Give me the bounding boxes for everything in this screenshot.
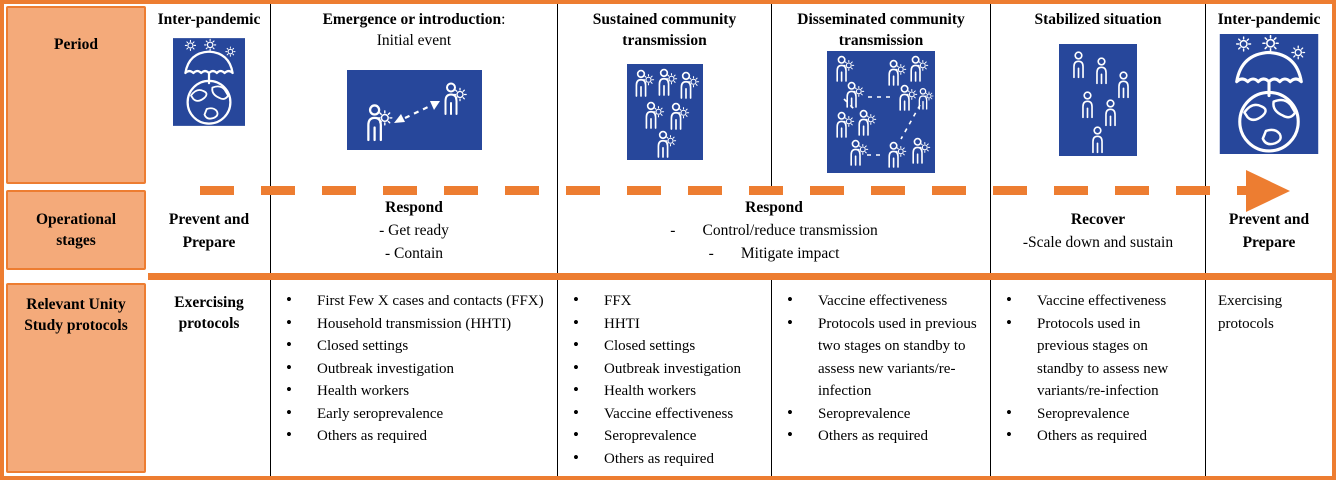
orange-separator xyxy=(148,273,1332,280)
list-item: Health workers xyxy=(271,379,557,403)
period-col-emergence: Emergence or introduction: Initial event xyxy=(270,4,557,188)
period-col-interpandemic-end: Inter-pandemic xyxy=(1205,4,1332,188)
list-item: Others as required xyxy=(558,447,771,471)
list-item: Early seroprevalence xyxy=(271,402,557,426)
period-title: Inter-pandemic xyxy=(157,11,261,28)
disseminated-transmission-icon xyxy=(827,51,935,173)
list-item: - Contain xyxy=(384,245,444,262)
row-label-protocols: Relevant Unity Study protocols xyxy=(6,283,146,473)
stage-title: Respond xyxy=(385,199,443,216)
stage-lines: - Get ready - Contain xyxy=(379,219,449,265)
list-item: Outbreak investigation xyxy=(271,357,557,381)
list-item: Household transmission (HHTI) xyxy=(271,312,557,336)
period-col-stabilized: Stabilized situation xyxy=(990,4,1205,188)
period-title: Sustained community transmission xyxy=(592,11,737,49)
row-label-protocols-text: Relevant Unity Study protocols xyxy=(24,296,128,334)
stage-lines: -Scale down and sustain xyxy=(1023,231,1173,254)
stages-grid: Inter-pandemic Emergence or introduction… xyxy=(148,4,1332,476)
list-item: Vaccine effectiveness xyxy=(558,402,771,426)
community-transmission-icon xyxy=(626,64,703,160)
list-item: Closed settings xyxy=(271,334,557,358)
row-label-period: Period xyxy=(6,6,146,184)
protocols-disseminated-list: Vaccine effectivenessProtocols used in p… xyxy=(771,280,990,476)
period-subtitle: Initial event xyxy=(376,32,452,49)
period-title: Disseminated community transmission xyxy=(797,11,965,49)
operational-stages-row: Prevent and Prepare Respond - Get ready-… xyxy=(148,188,1332,273)
list-item: HHTI xyxy=(558,312,771,336)
period-row: Inter-pandemic Emergence or introduction… xyxy=(148,4,1332,188)
list-item: Seroprevalence xyxy=(991,402,1205,426)
list-item: Protocols used in previous two stages on… xyxy=(772,312,990,403)
stage-title: Recover xyxy=(1070,210,1126,228)
row-label-period-text: Period xyxy=(54,36,98,53)
stage-recover: Recover -Scale down and sustain xyxy=(990,188,1205,273)
list-item: - Get ready xyxy=(379,222,449,239)
period-col-sustained: Sustained community transmission xyxy=(557,4,771,188)
list-item: Vaccine effectiveness xyxy=(991,289,1205,313)
row-label-operational-text: Operational stages xyxy=(35,211,117,249)
umbrella-globe-virus-icon xyxy=(1219,34,1319,154)
list-item: Seroprevalence xyxy=(558,424,771,448)
stage-title: Respond xyxy=(745,199,803,216)
stage-text: Prevent and Prepare xyxy=(1228,210,1310,251)
list-item: Health workers xyxy=(558,379,771,403)
protocols-exercising-start: Exercising protocols xyxy=(174,294,244,332)
stage-text: Prevent and Prepare xyxy=(168,210,250,251)
list-item: First Few X cases and contacts (FFX) xyxy=(271,289,557,313)
list-item: - Mitigate impact xyxy=(708,245,840,262)
list-item: Others as required xyxy=(271,424,557,448)
list-item: Protocols used in previous stages on sta… xyxy=(991,312,1205,403)
list-item: - Control/reduce transmission xyxy=(670,222,878,239)
period-title: Emergence or introduction: xyxy=(322,11,506,28)
list-item: Closed settings xyxy=(558,334,771,358)
protocols-stabilized-list: Vaccine effectivenessProtocols used in p… xyxy=(990,280,1205,476)
stabilized-population-icon xyxy=(1059,44,1137,156)
protocols-row: Exercising protocols First Few X cases a… xyxy=(148,280,1332,476)
period-col-interpandemic-start: Inter-pandemic xyxy=(148,4,270,188)
list-item: FFX xyxy=(558,289,771,313)
stage-respond-initial: Respond - Get ready - Contain xyxy=(270,188,557,273)
period-title: Stabilized situation xyxy=(1034,11,1162,28)
stage-prevent-prepare-start: Prevent and Prepare xyxy=(148,188,270,273)
stage-prevent-prepare-end: Prevent and Prepare xyxy=(1205,188,1332,273)
protocols-sustained-list: FFXHHTIClosed settingsOutbreak investiga… xyxy=(557,280,771,476)
period-title: Inter-pandemic xyxy=(1217,11,1321,28)
protocols-exercising-end: Exercising protocols xyxy=(1205,280,1332,476)
list-item: Others as required xyxy=(991,424,1205,448)
list-item: Seroprevalence xyxy=(772,402,990,426)
row-label-operational-stages: Operational stages xyxy=(6,190,146,270)
list-item: Others as required xyxy=(772,424,990,448)
protocols-emergence-list: First Few X cases and contacts (FFX)Hous… xyxy=(270,280,557,476)
person-to-person-transmission-icon xyxy=(346,70,482,150)
period-col-disseminated: Disseminated community transmission xyxy=(771,4,990,188)
list-item: Outbreak investigation xyxy=(558,357,771,381)
stage-lines: - Control/reduce transmission - Mitigate … xyxy=(670,219,878,265)
list-item: Vaccine effectiveness xyxy=(772,289,990,313)
list-item: -Scale down and sustain xyxy=(1022,233,1174,251)
stage-respond-main: Respond - Control/reduce transmission - M… xyxy=(557,188,990,273)
umbrella-globe-virus-icon xyxy=(173,38,245,126)
